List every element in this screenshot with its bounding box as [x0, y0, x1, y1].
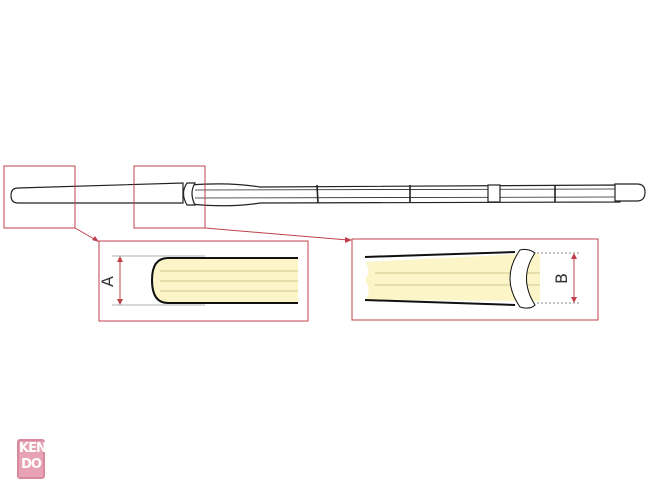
kendo-logo: KEN DO: [17, 439, 47, 479]
frame-b-source: [133, 165, 206, 229]
dimension-label-b: B: [551, 273, 571, 284]
detail-a: [98, 240, 309, 322]
shinai-overview: [10, 182, 646, 207]
logo-line-1: KEN: [19, 441, 47, 456]
logo-line-2: DO: [21, 457, 42, 472]
dimension-label-a: A: [97, 276, 117, 287]
frame-a-source: [3, 165, 76, 229]
detail-b: [351, 238, 599, 321]
